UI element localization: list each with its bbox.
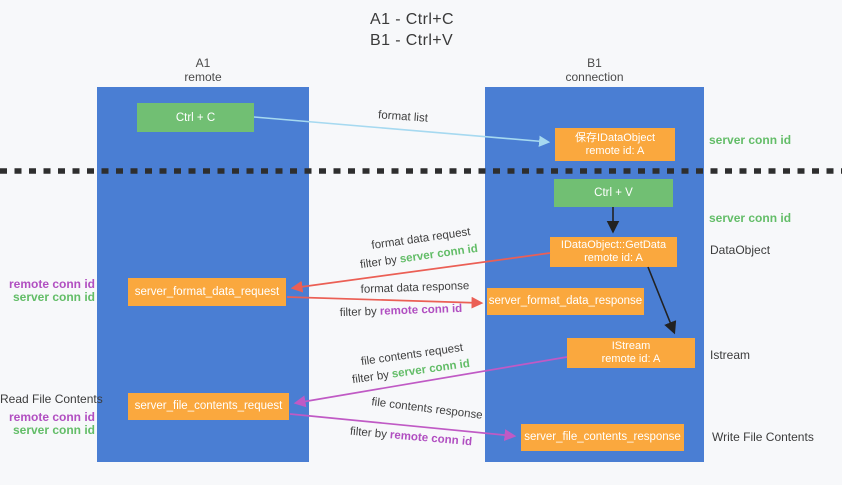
remote-conn-id-text: remote conn id bbox=[379, 302, 463, 318]
right-label-server-conn-id-2: server conn id bbox=[709, 211, 792, 225]
node-idataobject-getdata-line2: remote id: A bbox=[584, 252, 643, 264]
label-file-contents-response: file contents response bbox=[370, 396, 484, 422]
node-server-file-contents-request-label: server_file_contents_request bbox=[134, 400, 283, 412]
filter-by-text: filter by bbox=[349, 425, 388, 441]
node-server-file-contents-response-label: server_file_contents_response bbox=[524, 431, 681, 443]
node-idataobject-getdata: IDataObject::GetData remote id: A bbox=[550, 237, 677, 267]
node-save-idataobject-line2: remote id: A bbox=[585, 144, 645, 157]
node-server-format-data-request: server_format_data_request bbox=[128, 278, 286, 306]
title-line-1: A1 - Ctrl+C bbox=[370, 11, 454, 28]
node-ctrl-v: Ctrl + V bbox=[554, 179, 673, 207]
diagram-title: A1 - Ctrl+C B1 - Ctrl+V bbox=[370, 9, 454, 51]
left-label-server-conn-id-1: server conn id bbox=[12, 290, 95, 304]
node-istream: IStream remote id: A bbox=[567, 338, 695, 368]
left-label-remote-conn-id-1: remote conn id bbox=[8, 277, 95, 291]
lifeline-b1-role: connection bbox=[565, 70, 624, 84]
filter-by-text: filter by bbox=[339, 305, 378, 320]
lifeline-a1-header: A1 remote bbox=[97, 56, 309, 84]
node-server-file-contents-request: server_file_contents_request bbox=[128, 393, 289, 420]
arrow-format-data-response bbox=[286, 296, 484, 309]
node-server-format-data-request-label: server_format_data_request bbox=[134, 285, 280, 298]
lifeline-b1-name: B1 bbox=[587, 56, 602, 70]
node-idataobject-getdata-line1: IDataObject::GetData bbox=[560, 239, 667, 251]
filter-by-text: filter by bbox=[351, 369, 390, 387]
lifeline-b1-header: B1 connection bbox=[485, 56, 704, 84]
filter-by-text: filter by bbox=[359, 254, 398, 272]
lifeline-a1-name: A1 bbox=[195, 56, 211, 70]
node-save-idataobject: 保存IDataObject remote id: A bbox=[555, 128, 675, 161]
node-server-format-data-response: server_format_data_response bbox=[487, 288, 644, 315]
title-line-2: B1 - Ctrl+V bbox=[370, 32, 454, 49]
node-ctrl-c-label: Ctrl + C bbox=[175, 111, 216, 124]
label-format-list: format list bbox=[377, 109, 429, 125]
left-label-read-file-contents: Read File Contents bbox=[0, 392, 103, 406]
remote-conn-id-text: remote conn id bbox=[389, 429, 473, 449]
node-server-format-data-response-label: server_format_data_response bbox=[488, 295, 643, 307]
right-label-istream: Istream bbox=[710, 348, 751, 362]
node-save-idataobject-line1: 保存IDataObject bbox=[574, 131, 656, 144]
node-ctrl-c: Ctrl + C bbox=[137, 103, 254, 132]
right-label-server-conn-id-1: server conn id bbox=[709, 133, 792, 147]
right-label-write-file-contents: Write File Contents bbox=[712, 430, 814, 444]
node-istream-line1: IStream bbox=[611, 340, 651, 352]
node-istream-line2: remote id: A bbox=[601, 353, 661, 365]
node-server-file-contents-response: server_file_contents_response bbox=[521, 424, 684, 451]
right-label-dataobject: DataObject bbox=[710, 243, 771, 257]
left-label-remote-conn-id-2: remote conn id bbox=[8, 410, 95, 424]
node-ctrl-v-label: Ctrl + V bbox=[594, 187, 633, 199]
lifeline-a1-role: remote bbox=[184, 70, 222, 84]
label-format-data-response: format data response bbox=[360, 280, 470, 296]
left-label-server-conn-id-2: server conn id bbox=[12, 423, 95, 437]
